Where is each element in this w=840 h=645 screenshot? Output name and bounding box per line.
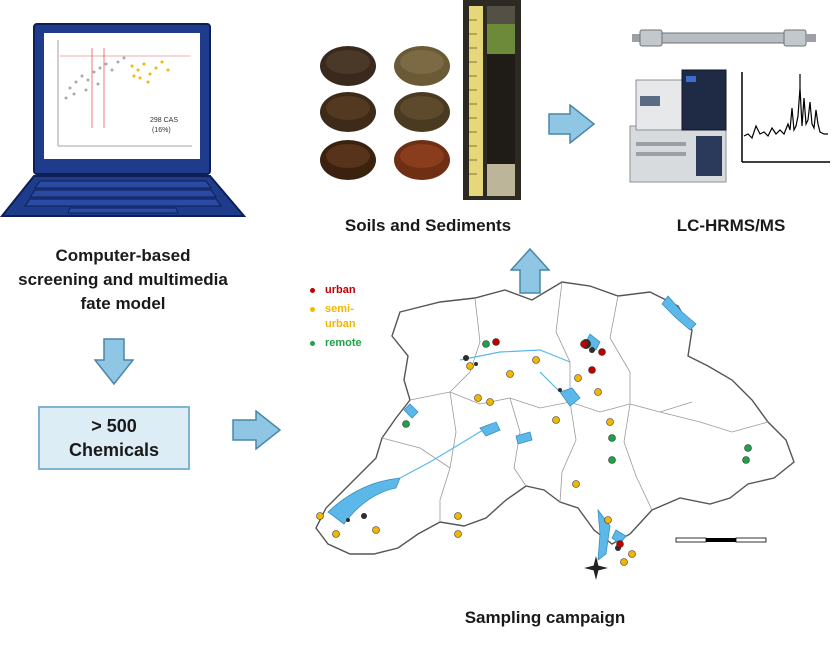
soils-caption: Soils and Sediments [344, 216, 512, 235]
compass-icon [584, 556, 608, 580]
legend-label-urban: urban [325, 284, 356, 296]
legend-dot-remote [310, 341, 315, 346]
sampling-points [316, 338, 752, 566]
legend-dot-urban [310, 288, 315, 293]
soil-samples-photo [320, 46, 450, 180]
chemicals-label: Chemicals [68, 440, 160, 460]
legend-label-semi: semi- [325, 303, 354, 315]
legend-label-semi-urban: urban [325, 318, 356, 330]
arrow-up-icon [510, 248, 550, 294]
chemicals-count: > 500 [91, 416, 137, 436]
computer-caption-line2: screening and multimedia [18, 270, 228, 289]
arrow-right-icon [232, 410, 282, 450]
lcms-caption: LC-HRMS/MS [676, 216, 786, 235]
chemicals-box: > 500 Chemicals [38, 406, 190, 470]
arrow-down-icon [94, 338, 134, 386]
computer-caption-line1: Computer-based [55, 246, 191, 265]
hplc-column-icon [632, 29, 816, 47]
screen-label-pct: (16%) [152, 127, 171, 134]
mass-spectrometer-icon [629, 69, 727, 183]
legend-dot-semi-urban [310, 307, 315, 312]
keyboard-keys [24, 180, 222, 214]
map-legend: urban semi- urban remote [310, 283, 390, 355]
sediment-core-photo [463, 0, 521, 200]
lakes [327, 295, 697, 561]
switzerland-map [315, 281, 795, 580]
screen-scatter-points [64, 56, 170, 100]
canton-borders [381, 281, 769, 522]
sampling-caption: Sampling campaign [464, 608, 626, 627]
scale-bar [675, 537, 767, 543]
legend-label-remote: remote [325, 337, 362, 349]
rivers [399, 349, 571, 479]
arrow-right-icon [548, 104, 596, 144]
laptop-illustration: 298 CAS (16%) [0, 23, 246, 217]
computer-caption-line3: fate model [80, 294, 166, 313]
screen-label-cas: 298 CAS [150, 117, 178, 124]
chromatogram-icon [741, 72, 830, 163]
